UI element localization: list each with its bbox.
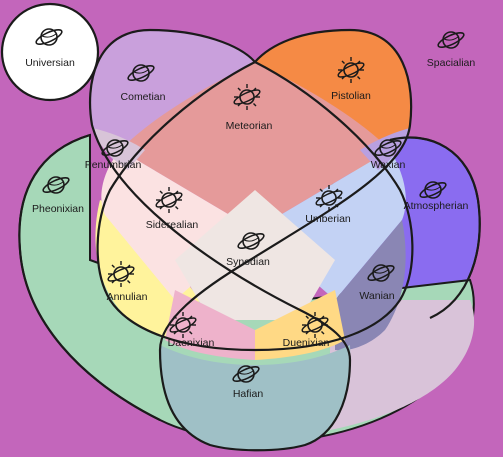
hafian-shape xyxy=(160,345,351,451)
pistolian-label: Pistolian xyxy=(331,90,371,102)
umberian-region: Umberian xyxy=(305,184,351,225)
siderealian-label: Siderealian xyxy=(146,219,199,231)
duenixian-label: Duenixian xyxy=(283,337,330,349)
outline-curves xyxy=(18,28,481,452)
atmospherian-region: Atmospherian xyxy=(404,179,469,212)
labels: Universian Spacialian Cometian Pistolian… xyxy=(25,26,476,400)
universian-region: Universian xyxy=(25,26,75,69)
cometian-region: Cometian xyxy=(121,62,166,103)
umberian-label: Umberian xyxy=(305,213,351,225)
synodian-shape xyxy=(175,190,335,320)
pheonixian-label: Pheonixian xyxy=(32,203,84,215)
siderealian-region: Siderealian xyxy=(146,186,199,231)
region-shapes xyxy=(18,30,481,451)
annulian-region: Annulian xyxy=(106,260,148,303)
spacialian-region: Spacialian xyxy=(427,29,476,69)
hafian-region: Hafian xyxy=(231,363,264,400)
universian-shape xyxy=(0,2,100,102)
duenixian-region: Duenixian xyxy=(283,311,330,349)
synodian-region: Synodian xyxy=(226,230,270,268)
spacialian-label: Spacialian xyxy=(427,57,476,69)
meteorian-shape xyxy=(120,62,390,230)
planet-icon xyxy=(436,29,466,51)
penumbrian-region: Penumbrian xyxy=(85,137,142,171)
hafian-label: Hafian xyxy=(233,388,264,400)
cometian-label: Cometian xyxy=(121,91,166,103)
synodian-label: Synodian xyxy=(226,256,270,268)
waxian-region: Waxian xyxy=(371,137,406,171)
daenixian-region: Daenixian xyxy=(168,311,215,349)
meteorian-region: Meteorian xyxy=(226,83,273,132)
pistolian-region: Pistolian xyxy=(331,56,371,102)
penumbrian-label: Penumbrian xyxy=(85,159,142,171)
annulian-label: Annulian xyxy=(107,291,148,303)
atmospherian-label: Atmospherian xyxy=(404,200,469,212)
daenixian-label: Daenixian xyxy=(168,337,215,349)
meteorian-label: Meteorian xyxy=(226,120,273,132)
universian-label: Universian xyxy=(25,57,75,69)
wanian-region: Wanian xyxy=(359,262,396,302)
waxian-label: Waxian xyxy=(371,159,406,171)
wanian-label: Wanian xyxy=(359,290,394,302)
pheonixian-region: Pheonixian xyxy=(32,174,84,215)
wanian-shape xyxy=(335,220,406,351)
